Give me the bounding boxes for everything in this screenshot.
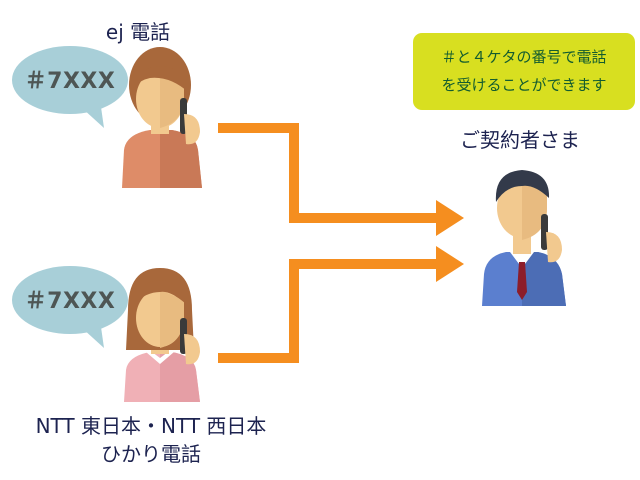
top-arrow-line (218, 123, 438, 223)
info-note-line2: を受けることができます (441, 76, 607, 94)
top-bubble-text: ＃7XXX (25, 69, 116, 94)
top-arrow-head (436, 200, 464, 236)
info-note-line1: ＃と４ケタの番号で電話 (441, 48, 607, 66)
businessman-with-phone-icon (482, 170, 566, 306)
woman-with-phone-icon (124, 268, 200, 402)
top-caller-label: ej 電話 (105, 20, 171, 44)
info-note: ＃と４ケタの番号で電話 を受けることができます (413, 33, 635, 110)
bottom-caller-label-line2: ひかり電話 (101, 442, 201, 466)
top-caller-arrow (218, 123, 464, 236)
top-speech-bubble: ＃7XXX (12, 46, 128, 128)
bottom-caller-label-line1: NTT 東日本・NTT 西日本 (35, 414, 267, 438)
bottom-speech-bubble: ＃7XXX (12, 266, 128, 348)
bottom-caller-arrow (218, 246, 464, 363)
bottom-caller-label: NTT 東日本・NTT 西日本 ひかり電話 (0, 412, 302, 468)
customer-label: ご契約者さま (460, 128, 580, 152)
woman-with-phone-icon (122, 47, 202, 188)
bottom-bubble-text: ＃7XXX (25, 289, 116, 314)
bottom-arrow-head (436, 246, 464, 282)
bottom-arrow-line (218, 259, 438, 363)
